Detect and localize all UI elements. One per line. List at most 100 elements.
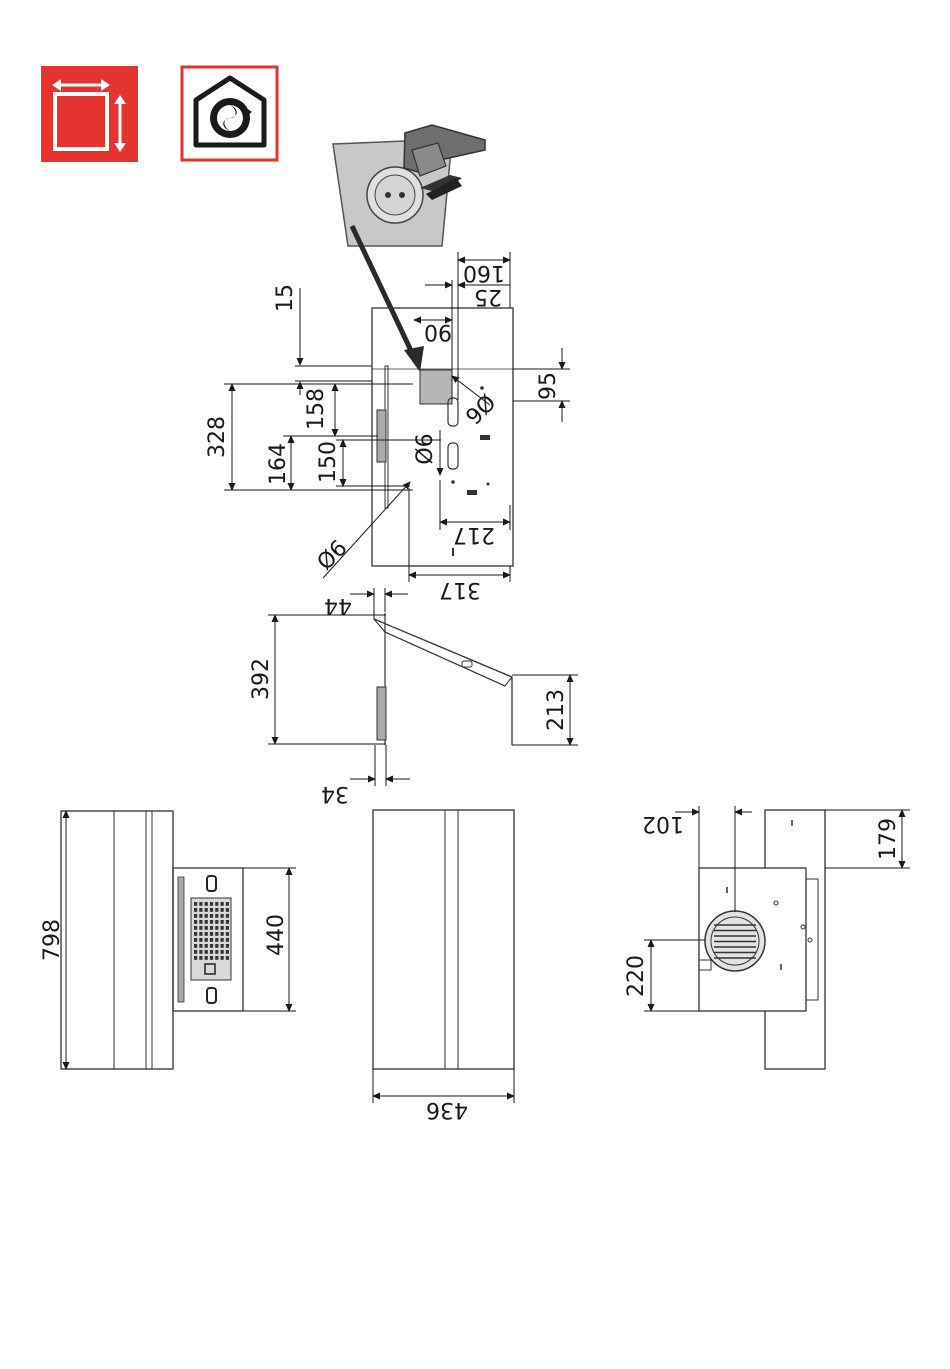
grille-cell: [226, 902, 229, 906]
grille-cell: [205, 926, 208, 930]
grille-cell: [226, 950, 229, 954]
grille-cell: [226, 926, 229, 930]
grille-cell: [194, 926, 197, 930]
dim-798: 798: [40, 919, 65, 961]
dim-44: 44: [324, 593, 352, 618]
grille-cell: [210, 944, 213, 948]
grille-cell: [205, 908, 208, 912]
grille-cell: [226, 944, 229, 948]
grille-cell: [199, 920, 202, 924]
dim-213: 213: [544, 689, 569, 731]
dim-15: 15: [273, 284, 298, 312]
top-view: [373, 810, 514, 1069]
grille-cell: [210, 914, 213, 918]
grille-cell: [221, 926, 224, 930]
grille-cell: [215, 902, 218, 906]
grille-cell: [199, 944, 202, 948]
grille-cell: [199, 932, 202, 936]
dim-392: 392: [249, 658, 274, 700]
grille-cell: [221, 920, 224, 924]
dim-dia6-left: Ø6: [313, 536, 353, 576]
dim-436: 436: [426, 1097, 468, 1122]
grille-cell: [226, 956, 229, 960]
dim-dia6-center: Ø6: [413, 433, 438, 464]
dim-34: 34: [321, 781, 349, 806]
grille-cell: [215, 914, 218, 918]
grille-cell: [199, 908, 202, 912]
grille-cell: [205, 920, 208, 924]
grille-cell: [221, 944, 224, 948]
grille-cell: [199, 956, 202, 960]
grille-cell: [210, 926, 213, 930]
grille-cell: [215, 944, 218, 948]
grille-cell: [205, 914, 208, 918]
grille-cell: [194, 902, 197, 906]
dim-220: 220: [624, 955, 649, 997]
grille-cell: [221, 932, 224, 936]
grille-cell: [205, 956, 208, 960]
grille-cell: [215, 950, 218, 954]
grille-cell: [199, 914, 202, 918]
dim-150: 150: [316, 441, 341, 483]
dim-328: 328: [205, 416, 230, 458]
grille-cell: [205, 944, 208, 948]
grille-cell: [194, 908, 197, 912]
grille-cell: [194, 950, 197, 954]
rear-view: [699, 810, 825, 1069]
grille-cell: [199, 926, 202, 930]
grille-cell: [199, 902, 202, 906]
grille-cell: [221, 950, 224, 954]
dim-158: 158: [304, 388, 329, 430]
power-socket-plug-icon: [333, 125, 485, 246]
grille-cell: [210, 932, 213, 936]
grille-cell: [199, 950, 202, 954]
grille-cell: [221, 908, 224, 912]
grille-cell: [205, 938, 208, 942]
grille-cell: [194, 944, 197, 948]
dim-179: 179: [876, 818, 901, 860]
dim-160: 160: [463, 260, 505, 285]
dimensions-icon: [41, 66, 138, 162]
grille-cell: [215, 956, 218, 960]
grille-cell: [221, 902, 224, 906]
dim-317: 317: [439, 577, 481, 602]
dim-90: 90: [424, 319, 452, 344]
grille-cell: [194, 938, 197, 942]
grille-cell: [215, 908, 218, 912]
grille-cell: [215, 932, 218, 936]
grille-cell: [226, 914, 229, 918]
grille-cell: [210, 956, 213, 960]
grille-cell: [194, 914, 197, 918]
grille-cell: [215, 926, 218, 930]
dim-102: 102: [642, 811, 684, 836]
side-view: [374, 613, 512, 745]
grille-cell: [221, 956, 224, 960]
grille-cell: [210, 920, 213, 924]
dim-440: 440: [264, 914, 289, 956]
grille-cell: [226, 920, 229, 924]
dim-164: 164: [266, 443, 291, 485]
grille-cell: [194, 956, 197, 960]
grille-cell: [215, 938, 218, 942]
dim-25: 25: [474, 284, 502, 309]
grille-cell: [221, 914, 224, 918]
dim-217: 217: [453, 522, 495, 547]
grille-cell: [199, 938, 202, 942]
dim-95: 95: [536, 372, 561, 400]
grille-cell: [210, 950, 213, 954]
grille-cell: [210, 908, 213, 912]
grille-cell: [226, 932, 229, 936]
grille-cell: [194, 920, 197, 924]
grille-cell: [226, 938, 229, 942]
grille-cell: [210, 902, 213, 906]
duct-louvers: [714, 925, 756, 958]
grille-cell: [194, 932, 197, 936]
bottom-view: [61, 811, 243, 1069]
recirculation-house-icon: [182, 67, 277, 160]
dim-dia6-right: Ø6: [459, 388, 499, 428]
grille-cell: [215, 920, 218, 924]
grille-cell: [221, 938, 224, 942]
grille-cell: [205, 950, 208, 954]
